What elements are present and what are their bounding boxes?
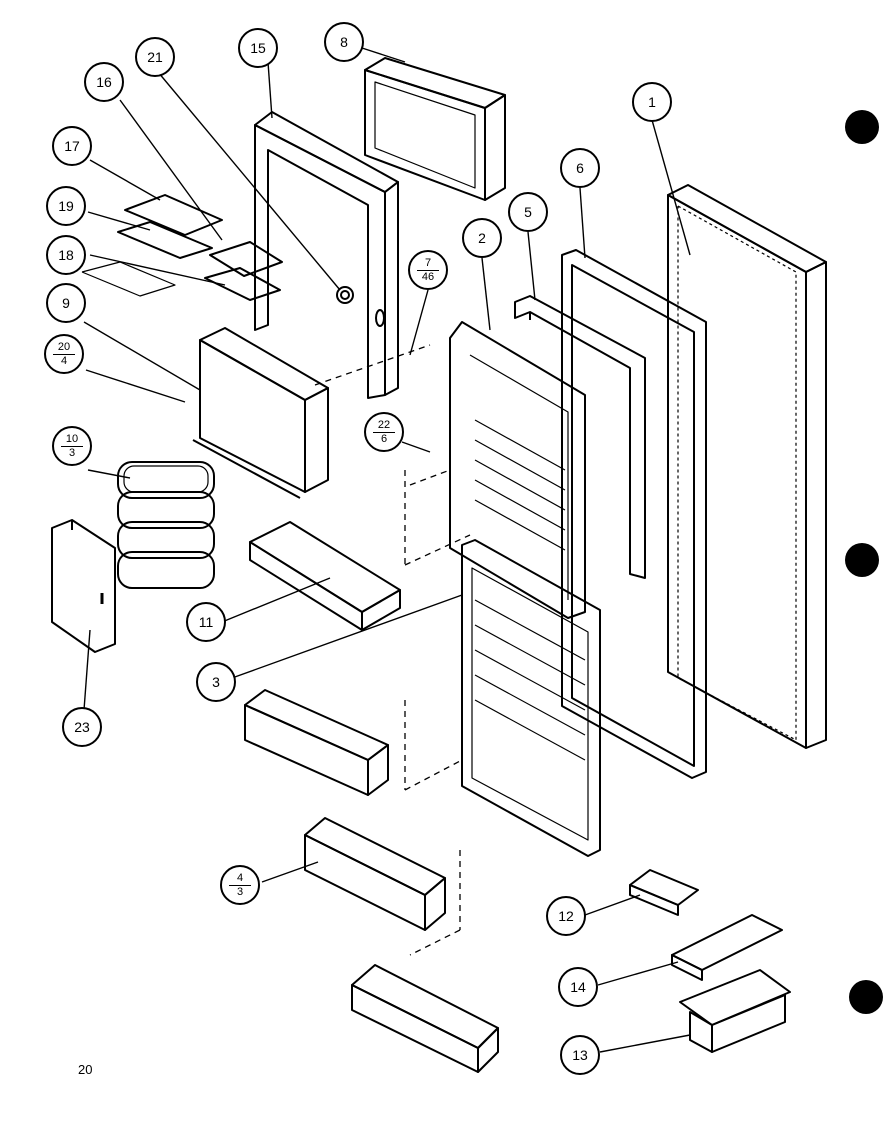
punch-hole-middle — [845, 543, 879, 577]
part-1-outer-door — [667, 184, 827, 749]
fraction-bar — [61, 445, 83, 447]
callout-14: 14 — [558, 967, 598, 1007]
callout-number: 11 — [198, 614, 214, 630]
part-12-small-tray — [629, 869, 699, 916]
callout-23: 23 — [62, 707, 102, 747]
punch-hole-top — [845, 110, 879, 144]
callout-12: 12 — [546, 896, 586, 936]
callout-number: 23 — [74, 719, 90, 735]
part-13-bin — [679, 969, 791, 1053]
callout-number: 9 — [62, 295, 70, 311]
callout-number: 5 — [524, 204, 532, 220]
callout-number: 22 — [377, 418, 391, 431]
callout-number: 12 — [558, 908, 574, 924]
page-number: 20 — [78, 1062, 93, 1077]
part-5-breaker-strip — [514, 295, 646, 579]
callout-17: 17 — [52, 126, 92, 166]
callout-number: 13 — [572, 1047, 588, 1063]
callout-8: 8 — [324, 22, 364, 62]
callout-number: 15 — [250, 40, 266, 56]
callout-number: 17 — [64, 138, 80, 154]
part-15-dispenser-frame — [254, 111, 399, 399]
callout-quantity: 6 — [380, 432, 388, 445]
callout-5: 5 — [508, 192, 548, 232]
callout-18: 18 — [46, 235, 86, 275]
callout-number: 18 — [58, 247, 74, 263]
fraction-bar — [53, 353, 75, 355]
callout-quantity: 4 — [60, 354, 68, 367]
fraction-bar — [229, 884, 251, 886]
callout-number: 21 — [147, 49, 163, 65]
callout-11: 11 — [186, 602, 226, 642]
part-2-door-liner — [449, 321, 586, 619]
part-14-lid — [671, 914, 783, 981]
callout-number: 14 — [570, 979, 586, 995]
callout-number: 20 — [57, 340, 71, 353]
callout-15: 15 — [238, 28, 278, 68]
callout-quantity: 46 — [421, 270, 435, 283]
part-23-panel — [51, 519, 116, 653]
callout-6: 6 — [560, 148, 600, 188]
callout-number: 7 — [424, 256, 432, 269]
panels-16-19 — [81, 194, 354, 304]
callout-number: 2 — [478, 230, 486, 246]
callout-number: 3 — [212, 674, 220, 690]
callout-3: 3 — [196, 662, 236, 702]
callout-number: 16 — [96, 74, 112, 90]
callout-number: 6 — [576, 160, 584, 176]
callout-quantity: 3 — [68, 446, 76, 459]
callout-2: 2 — [462, 218, 502, 258]
callout-number: 19 — [58, 198, 74, 214]
callout-9: 9 — [46, 283, 86, 323]
fraction-bar — [373, 431, 395, 433]
part-door-liner-lower — [461, 539, 601, 857]
part-4-door-shelf — [304, 817, 446, 931]
callout-number: 10 — [65, 432, 79, 445]
part-6-door-gasket — [561, 249, 707, 779]
callout-quantity: 3 — [236, 885, 244, 898]
callout-21: 21 — [135, 37, 175, 77]
callout-13: 13 — [560, 1035, 600, 1075]
callout-number: 8 — [340, 34, 348, 50]
door-shelf-lower — [351, 964, 499, 1073]
callout-16: 16 — [84, 62, 124, 102]
part-11-tray — [249, 521, 401, 631]
callout-number: 4 — [236, 871, 244, 884]
part-9-box — [192, 327, 329, 499]
callout-19: 19 — [46, 186, 86, 226]
door-shelf-upper — [244, 689, 389, 796]
part-8-housing — [364, 57, 506, 201]
fraction-bar — [417, 269, 439, 271]
callout-1: 1 — [632, 82, 672, 122]
callout-number: 1 — [648, 94, 656, 110]
punch-hole-bottom — [849, 980, 883, 1014]
part-10-containers — [117, 461, 215, 589]
